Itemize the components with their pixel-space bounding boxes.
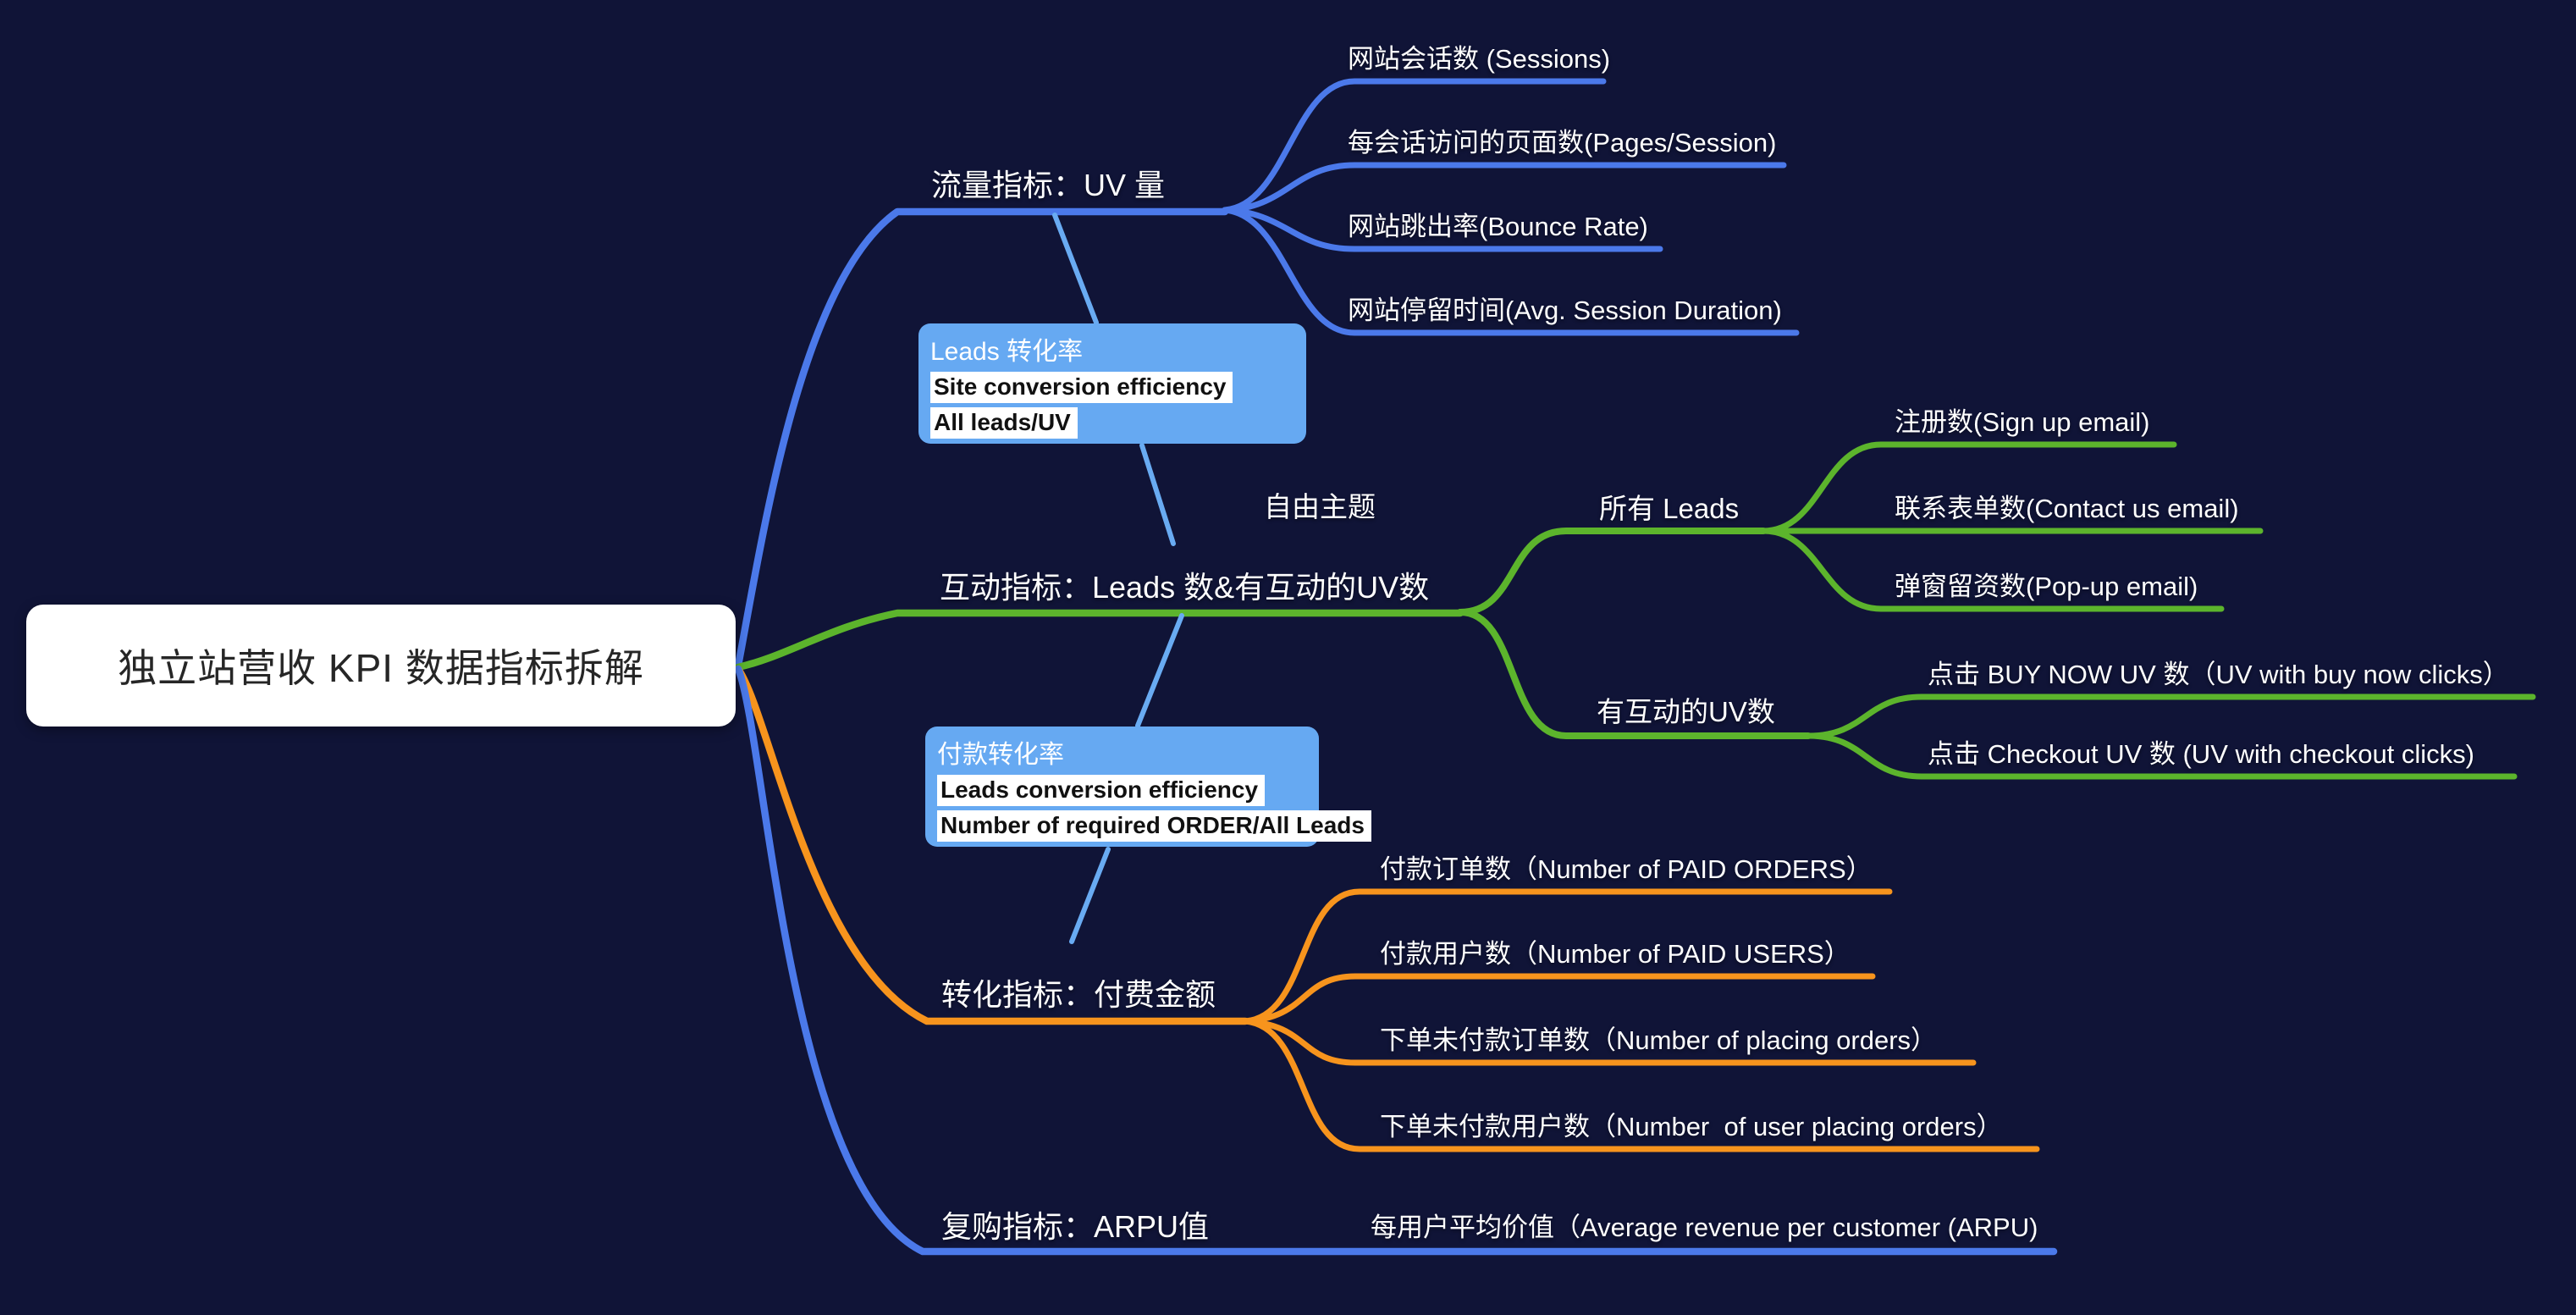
- branch-conversion-line: [734, 665, 1249, 1025]
- leaf-session-duration-label[interactable]: 网站停留时间(Avg. Session Duration): [1348, 296, 1782, 325]
- leaf-arpu-label[interactable]: 每用户平均价值（Average revenue per customer (AR…: [1371, 1213, 2038, 1242]
- leaf-buy-now-label[interactable]: 点击 BUY NOW UV 数（UV with buy now clicks）: [1928, 660, 2509, 689]
- node-engaged-uv-label[interactable]: 有互动的UV数: [1597, 696, 1775, 727]
- callout-leads-conversion[interactable]: Leads 转化率 Site conversion efficiency All…: [918, 323, 1306, 444]
- leaf-users-placing-orders-line: [1242, 1018, 2040, 1152]
- leaf-contact-form-label[interactable]: 联系表单数(Contact us email): [1895, 494, 2239, 523]
- relation-arrow-callout-to-engagement: [1139, 443, 1176, 546]
- relation-arrow-engagement-to-callout: [1135, 613, 1184, 728]
- node-traffic-label[interactable]: 流量指标：UV 量: [931, 168, 1166, 202]
- node-all-leads-label[interactable]: 所有 Leads: [1599, 493, 1740, 524]
- leaf-signup-label[interactable]: 注册数(Sign up email): [1895, 407, 2150, 437]
- leaf-popup-label[interactable]: 弹窗留资数(Pop-up email): [1895, 572, 2198, 601]
- callout-payment-conversion[interactable]: 付款转化率 Leads conversion efficiency Number…: [925, 727, 1371, 847]
- leaf-users-placing-orders-label[interactable]: 下单未付款用户数（Number of user placing orders）: [1380, 1112, 2003, 1141]
- callout-leads-conversion-line2: All leads/UV: [930, 407, 1078, 439]
- relation-arrow-callout-to-conversion: [1069, 847, 1111, 944]
- leaf-checkout-line: [1805, 732, 2518, 780]
- callout-leads-conversion-title: Leads 转化率: [930, 338, 1084, 366]
- leaf-buy-now-line: [1805, 693, 2536, 739]
- node-engaged-uv-line: [1457, 609, 1812, 739]
- node-engagement-label[interactable]: 互动指标：Leads 数&有互动的UV数: [940, 570, 1430, 605]
- leaf-bounce-rate-line: [1222, 207, 1663, 252]
- root-title: 独立站营收 KPI 数据指标拆解: [118, 646, 644, 690]
- callout-payment-conversion-line2: Number of required ORDER/All Leads: [937, 810, 1371, 842]
- leaf-pages-per-session-label[interactable]: 每会话访问的页面数(Pages/Session): [1348, 128, 1777, 157]
- leaf-popup-line: [1760, 528, 2225, 612]
- leaf-paid-users-line: [1242, 973, 1876, 1025]
- leaf-sessions-label[interactable]: 网站会话数 (Sessions): [1348, 44, 1611, 74]
- branch-repurchase-line: [734, 665, 2058, 1256]
- branch-traffic-line: [734, 207, 1229, 670]
- callout-payment-conversion-line1: Leads conversion efficiency: [937, 775, 1266, 806]
- root-node[interactable]: 独立站营收 KPI 数据指标拆解: [26, 605, 736, 727]
- leaf-checkout-label[interactable]: 点击 Checkout UV 数 (UV with checkout click…: [1928, 739, 2475, 769]
- callout-payment-conversion-title: 付款转化率: [937, 741, 1064, 769]
- leaf-session-duration-line: [1222, 207, 1800, 336]
- leaf-placing-orders-line: [1242, 1018, 1977, 1066]
- leaf-paid-users-label[interactable]: 付款用户数（Number of PAID USERS）: [1380, 939, 1851, 969]
- floating-topic-label[interactable]: 自由主题: [1264, 491, 1376, 522]
- leaf-placing-orders-label[interactable]: 下单未付款订单数（Number of placing orders）: [1380, 1025, 1938, 1055]
- leaf-paid-orders-line: [1242, 888, 1893, 1025]
- node-conversion-label[interactable]: 转化指标：付费金额: [941, 977, 1216, 1012]
- callout-leads-conversion-line1: Site conversion efficiency: [930, 372, 1233, 403]
- node-repurchase-label[interactable]: 复购指标：ARPU值: [941, 1209, 1210, 1244]
- leaf-paid-orders-label[interactable]: 付款订单数（Number of PAID ORDERS）: [1380, 854, 1873, 884]
- leaf-signup-line: [1760, 441, 2177, 534]
- leaf-bounce-rate-label[interactable]: 网站跳出率(Bounce Rate): [1348, 212, 1648, 241]
- leaf-pages-per-session-line: [1222, 162, 1787, 213]
- leaf-sessions-line: [1222, 78, 1607, 213]
- relation-arrow-traffic-to-callout: [1052, 213, 1099, 325]
- node-all-leads-line: [1457, 528, 1767, 616]
- branch-engagement-line: [734, 609, 1465, 671]
